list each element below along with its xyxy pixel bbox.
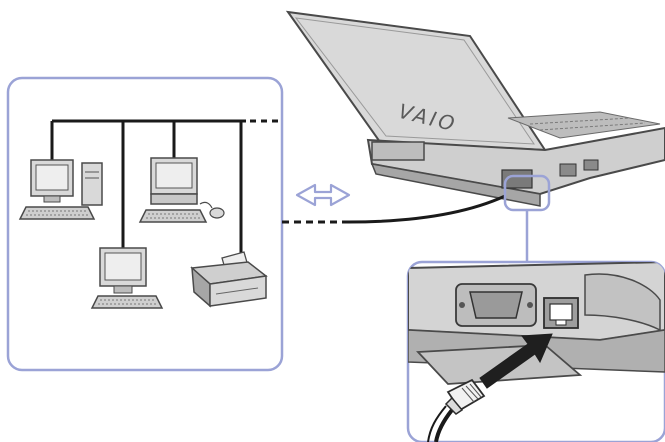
desktop-computer-icon bbox=[90, 247, 164, 309]
network-cable bbox=[347, 194, 506, 224]
insert-arrow-icon bbox=[479, 333, 553, 389]
ethernet-port-icon bbox=[543, 297, 579, 329]
desktop-computer-icon bbox=[138, 157, 225, 223]
network-bus bbox=[50, 119, 282, 258]
ethernet-plug-icon bbox=[427, 378, 486, 442]
desktop-computer-icon bbox=[18, 159, 103, 220]
network-panel bbox=[6, 76, 284, 372]
vga-port-icon bbox=[455, 283, 537, 327]
laptop-lid bbox=[285, 10, 547, 152]
port-closeup-panel bbox=[406, 260, 665, 442]
printer-icon bbox=[190, 251, 268, 308]
laptop-computer: VAIO bbox=[285, 10, 665, 207]
double-arrow-icon bbox=[295, 183, 351, 207]
